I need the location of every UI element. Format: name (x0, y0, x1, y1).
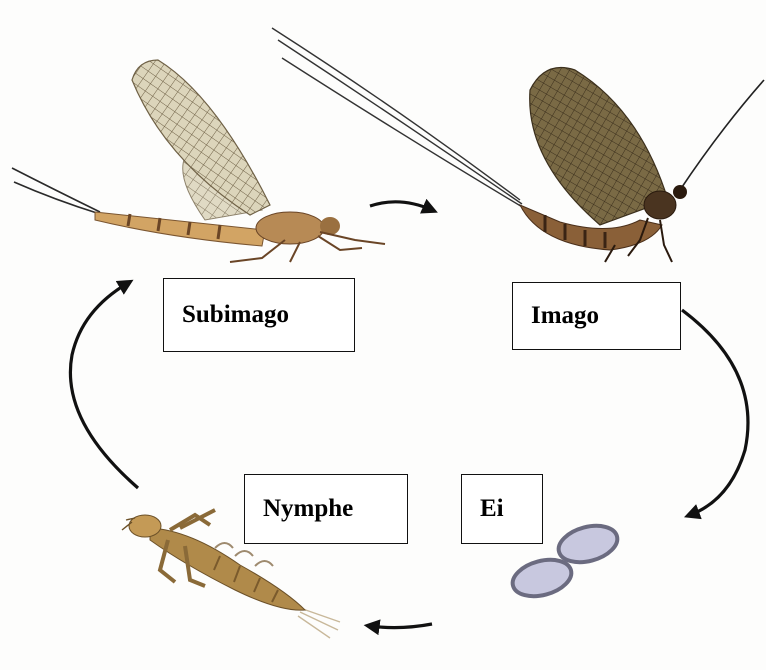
arrow-subimago-to-imago (370, 202, 432, 210)
arrow-egg-to-nymph (370, 624, 432, 628)
nymphe-label-text: Nymphe (263, 495, 353, 523)
arrow-nymph-to-subimago (70, 283, 138, 488)
ei-label: Ei (461, 474, 543, 544)
subimago-label: Subimago (163, 278, 355, 352)
imago-label-text: Imago (531, 302, 599, 330)
arrow-imago-to-egg (682, 310, 748, 515)
subimago-mayfly-illustration (12, 60, 385, 262)
imago-mayfly-illustration (272, 28, 764, 262)
ei-label-text: Ei (480, 495, 504, 523)
imago-label: Imago (512, 282, 681, 350)
nymphe-label: Nymphe (244, 474, 408, 544)
subimago-label-text: Subimago (182, 301, 289, 329)
